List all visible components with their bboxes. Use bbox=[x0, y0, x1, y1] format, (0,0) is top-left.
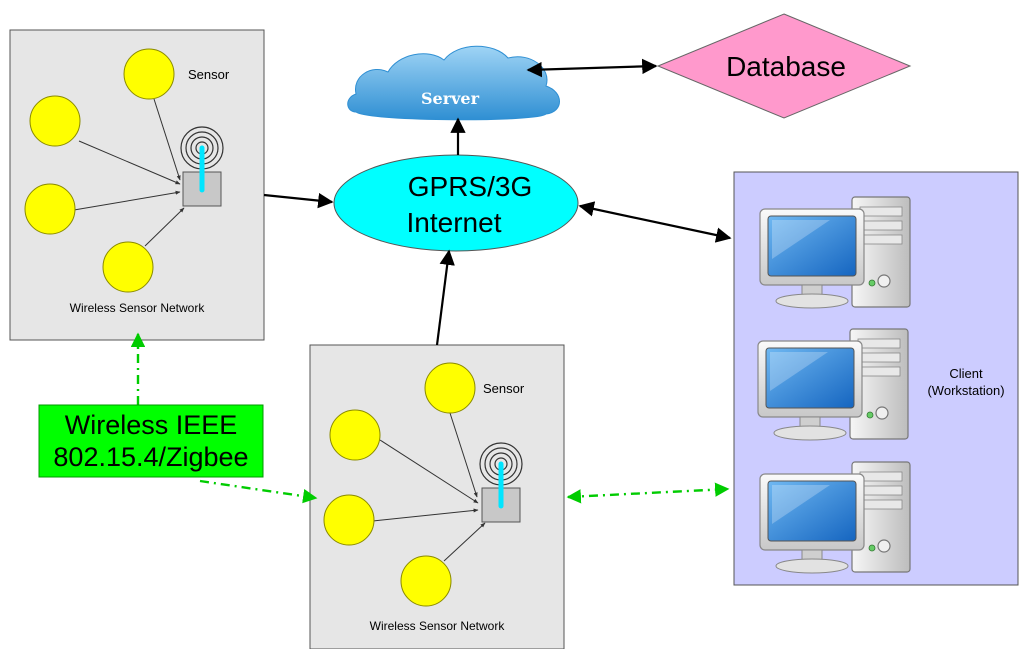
arrow-server-database bbox=[526, 58, 658, 78]
wireless-link-right bbox=[199, 479, 318, 504]
wireless-link-client bbox=[566, 482, 730, 504]
arrow-wsn-bottom-internet bbox=[435, 249, 455, 346]
sensor-label: Sensor bbox=[483, 381, 525, 396]
sensor-node bbox=[329, 409, 381, 461]
wireless-links bbox=[130, 332, 730, 504]
internet-label-line2: Internet bbox=[407, 207, 502, 238]
protocol-label-line1: Wireless IEEE bbox=[65, 410, 238, 440]
internet-ellipse: GPRS/3G Internet bbox=[333, 154, 579, 252]
server-cloud-icon: Server bbox=[347, 45, 560, 121]
arrow-internet-clients bbox=[578, 201, 732, 243]
client-label: Client bbox=[949, 366, 983, 381]
wsn-panel-top: Sensor Wireless Sensor Network bbox=[9, 29, 265, 341]
wsn-panel-bottom: Sensor Wireless Sensor Network bbox=[309, 344, 565, 649]
sensor-node bbox=[424, 362, 476, 414]
protocol-label-box: Wireless IEEE 802.15.4/Zigbee bbox=[38, 404, 264, 478]
protocol-label-line2: 802.15.4/Zigbee bbox=[53, 442, 248, 472]
sensor-node bbox=[102, 241, 154, 293]
sensor-node bbox=[29, 95, 81, 147]
database-label: Database bbox=[726, 51, 846, 82]
wsn-label: Wireless Sensor Network bbox=[70, 301, 206, 315]
sensor-node bbox=[323, 494, 375, 546]
client-panel: Client (Workstation) bbox=[733, 171, 1019, 586]
internet-label-line1: GPRS/3G bbox=[408, 171, 532, 202]
client-label-sub: (Workstation) bbox=[927, 383, 1004, 398]
wsn-label: Wireless Sensor Network bbox=[370, 619, 506, 633]
server-label: Server bbox=[421, 89, 480, 108]
network-arrows bbox=[263, 58, 732, 346]
sensor-node bbox=[123, 48, 175, 100]
sensor-node bbox=[400, 555, 452, 607]
sensor-label: Sensor bbox=[188, 67, 230, 82]
sensor-node bbox=[24, 183, 76, 235]
database-diamond: Database bbox=[656, 13, 912, 119]
arrow-wsn-internet bbox=[263, 192, 334, 209]
